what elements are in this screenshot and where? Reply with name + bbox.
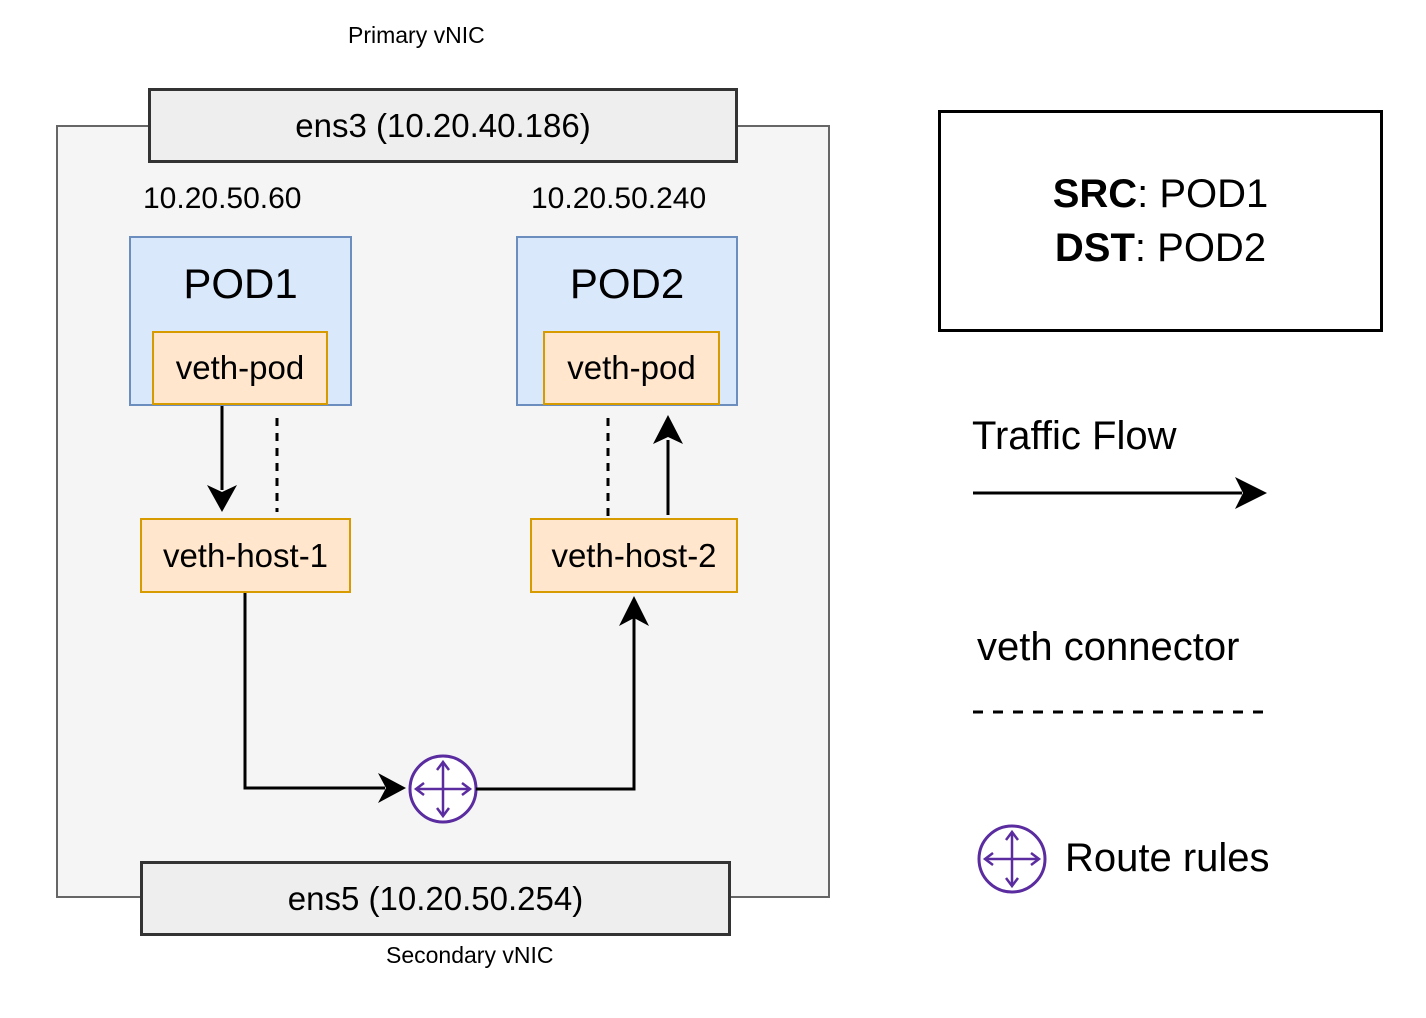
dst-value: POD2 (1157, 226, 1267, 270)
router-icon (408, 754, 478, 824)
veth-host-2-box: veth-host-2 (530, 518, 738, 593)
flow-arrow-router-to-host2 (476, 596, 649, 791)
src-label: SRC (1052, 172, 1138, 216)
legend-traffic-flow-arrow (973, 477, 1267, 509)
dst-label: DST (1054, 226, 1135, 270)
pod1-title: POD1 (183, 260, 298, 307)
src-line: SRC: POD1 (1052, 172, 1269, 216)
dst-line: DST: POD2 (1054, 226, 1267, 270)
flow-arrow-pod1-to-host1 (207, 406, 237, 512)
pod2-ip-label: 10.20.50.240 (531, 182, 707, 215)
pod2-title: POD2 (569, 260, 685, 307)
src-value: POD1 (1159, 172, 1269, 216)
pod1-veth-pod: veth-pod (152, 331, 328, 405)
legend-veth-connector-label: veth connector (977, 625, 1240, 669)
pod2-veth-pod: veth-pod (543, 331, 720, 405)
legend-route-rules-label: Route rules (1065, 836, 1270, 880)
primary-nic-ens3: ens3 (10.20.40.186) (148, 88, 738, 163)
legend-traffic-flow-label: Traffic Flow (972, 414, 1177, 458)
src-dst-info-box: SRC: POD1 DST: POD2 (938, 110, 1383, 332)
flow-arrow-host1-to-router (243, 593, 406, 803)
legend-router-icon (977, 824, 1047, 894)
pod1-ip-label: 10.20.50.60 (143, 182, 302, 215)
flow-arrow-host2-to-pod2 (653, 415, 683, 515)
primary-vnic-caption: Primary vNIC (348, 22, 485, 48)
secondary-nic-ens5: ens5 (10.20.50.254) (140, 861, 731, 936)
veth-host-1-box: veth-host-1 (140, 518, 351, 593)
secondary-vnic-caption: Secondary vNIC (386, 942, 554, 968)
